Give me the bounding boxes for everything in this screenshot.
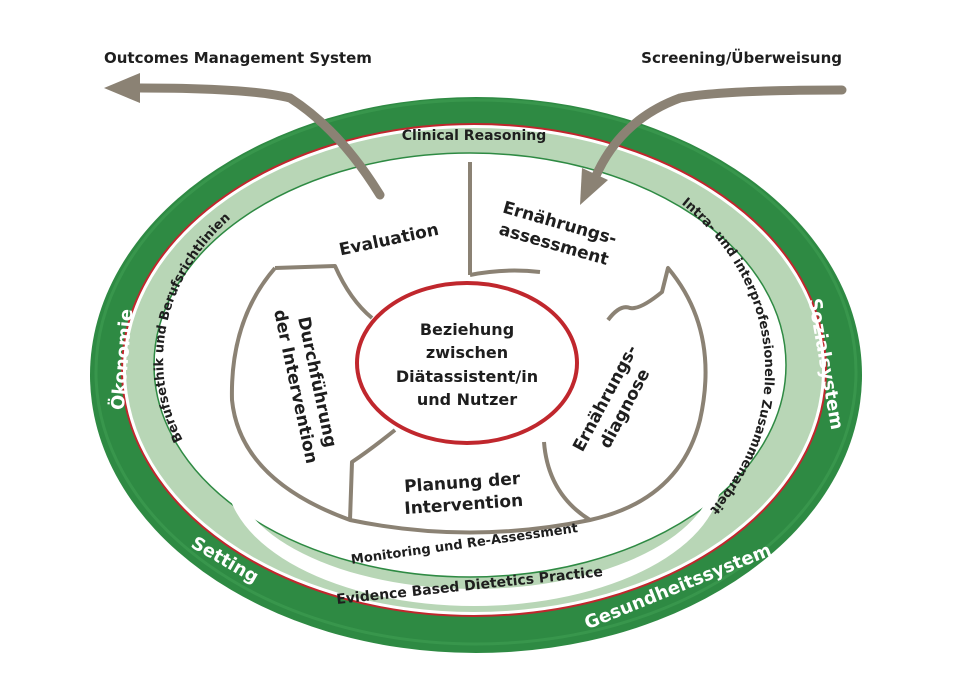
clinical-reasoning-label: Clinical Reasoning xyxy=(402,128,546,144)
outcomes-arrow xyxy=(135,83,385,200)
screening-arrowhead xyxy=(580,168,608,205)
outcomes-arrowhead xyxy=(104,73,140,103)
step-frame xyxy=(229,162,708,535)
center-line4: und Nutzer xyxy=(417,390,517,409)
arrows xyxy=(104,73,847,205)
center-line3: Diätassistent/in xyxy=(396,367,538,386)
outer-ring-highlight xyxy=(94,98,858,646)
center-ellipse xyxy=(355,281,579,445)
center-line1: Beziehung xyxy=(420,320,514,339)
screening-label: Screening/Überweisung xyxy=(641,48,842,67)
red-ring-line xyxy=(121,123,827,617)
screening-arrow xyxy=(590,85,847,183)
outcomes-label: Outcomes Management System xyxy=(104,49,372,67)
step-frame-outline xyxy=(229,162,708,535)
center-line2: zwischen xyxy=(426,343,508,362)
